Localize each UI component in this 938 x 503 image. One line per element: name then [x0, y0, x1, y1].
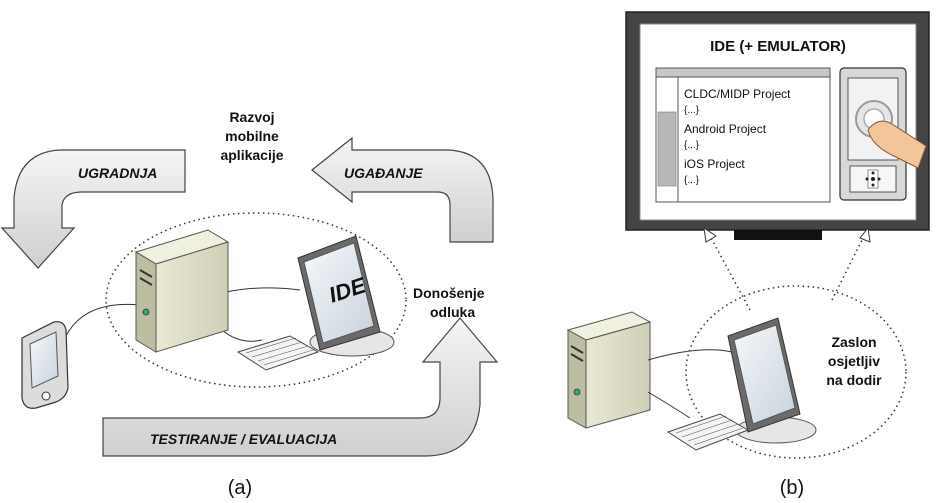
- phone-cable: [65, 303, 141, 337]
- panel-b: IDE (+ EMULATOR) CLDC/MIDP Project {...}…: [566, 11, 930, 499]
- panel-a: UGRADNJA UGAĐANJE TESTIRANJE / EVALUACIJ…: [0, 109, 499, 499]
- project-3-name: iOS Project: [684, 157, 745, 171]
- keyboard-cable: [221, 329, 263, 342]
- touch-label-line-3: na dodir: [826, 372, 882, 388]
- project-1-name: CLDC/MIDP Project: [684, 87, 791, 101]
- touchscreen-boundary: [685, 285, 907, 459]
- caption-a: (a): [228, 477, 252, 499]
- center-text-line-1: Razvoj: [229, 109, 274, 125]
- caption-b: (b): [780, 477, 804, 499]
- large-screen-stand: [734, 230, 822, 240]
- project-2-name: Android Project: [684, 122, 767, 136]
- pc-tower-icon-b: [566, 311, 652, 429]
- pc-tower-icon: [134, 229, 230, 353]
- decision-line-2: odluka: [430, 304, 475, 320]
- center-text-line-3: aplikacije: [220, 147, 283, 163]
- touch-label-line-2: osjetljiv: [828, 353, 880, 369]
- center-text-line-2: mobilne: [225, 128, 279, 144]
- keyboard-cable-b: [647, 391, 691, 419]
- handheld-device-icon: [21, 321, 69, 409]
- project-window: CLDC/MIDP Project {...} Android Project …: [655, 67, 831, 203]
- decision-text: Donošenje odluka: [413, 285, 485, 320]
- workstation-boundary: [105, 212, 407, 388]
- keyboard-icon: [236, 335, 320, 371]
- finger-icon: [867, 120, 927, 169]
- monitor-cable: [225, 287, 301, 293]
- deploy-arrow: UGRADNJA: [0, 149, 186, 269]
- touch-monitor-icon: [727, 317, 817, 444]
- monitor-cable-b: [647, 349, 733, 361]
- screen-title: IDE (+ EMULATOR): [710, 38, 846, 55]
- test-label: TESTIRANJE / EVALUACIJA: [150, 431, 337, 447]
- connector-arrows: [703, 226, 871, 311]
- tune-arrow: UGAĐANJE: [311, 136, 494, 243]
- center-text: Razvoj mobilne aplikacije: [220, 109, 283, 163]
- deploy-label: UGRADNJA: [78, 165, 157, 181]
- project-1-body: {...}: [684, 105, 700, 116]
- project-2-body: {...}: [684, 140, 700, 151]
- tune-label: UGAĐANJE: [344, 165, 423, 181]
- decision-line-1: Donošenje: [413, 285, 485, 301]
- touch-label-line-1: Zaslon: [831, 334, 876, 350]
- project-3-body: {...}: [684, 175, 700, 186]
- test-arrow: TESTIRANJE / EVALUACIJA: [102, 317, 499, 457]
- monitor-ide-icon: IDE: [297, 235, 395, 357]
- keyboard-icon-b: [666, 413, 750, 451]
